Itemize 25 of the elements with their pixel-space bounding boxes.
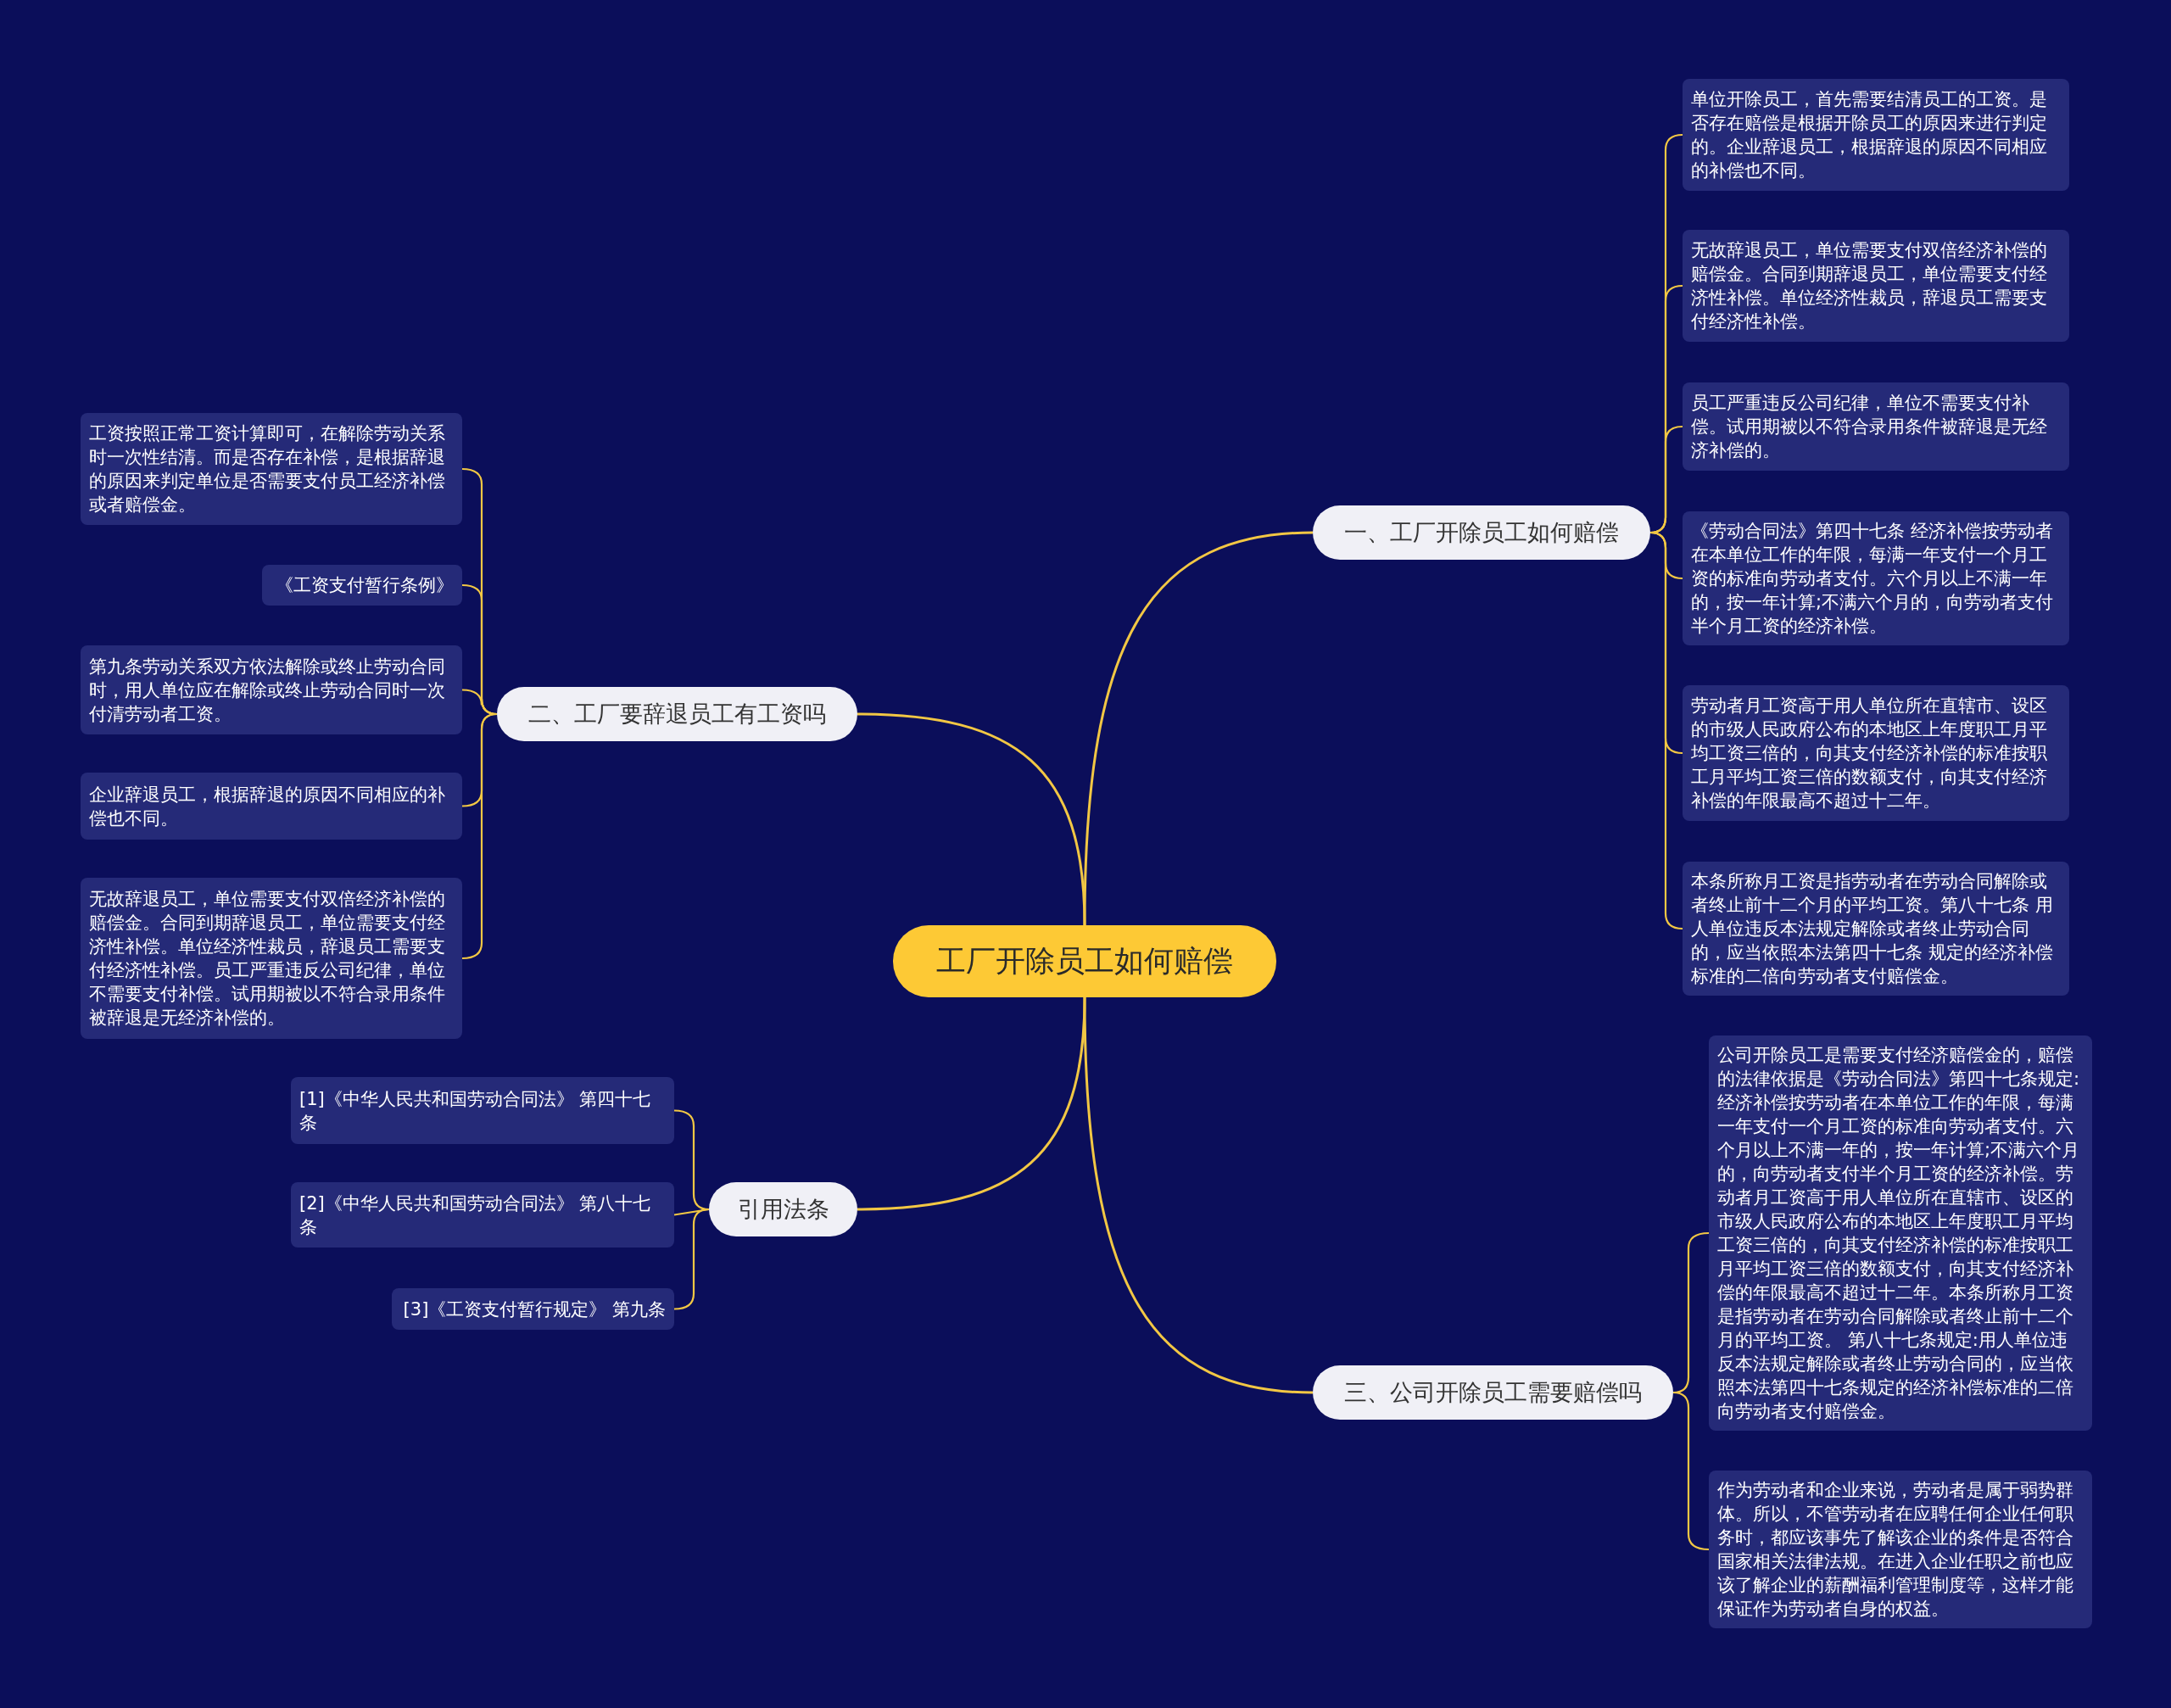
- topic-pill: 引用法条: [709, 1182, 857, 1236]
- note-card: 无故辞退员工，单位需要支付双倍经济补偿的赔偿金。合同到期辞退员工，单位需要支付经济性补偿。单位经济性裁员，辞退员工需要支付经济性补偿。员工严重违反公司纪律，单位不需要支付补偿。试用期被以不符合录用条件被辞退是无经济补偿的。: [81, 878, 462, 1039]
- connector-line: [857, 996, 1086, 1211]
- note-card: 员工严重违反公司纪律，单位不需要支付补偿。试用期被以不符合录用条件被辞退是无经济补偿的。: [1683, 382, 2069, 471]
- topic-pill: 三、公司开除员工需要赔偿吗: [1313, 1365, 1673, 1420]
- note-card: 《工资支付暂行条例》: [262, 565, 462, 606]
- connector-line: [673, 1208, 710, 1216]
- topic-pill: 二、工厂要辞退员工有工资吗: [497, 687, 857, 741]
- note-card: 工资按照正常工资计算即可，在解除劳动关系时一次性结清。而是否存在补偿，是根据辞退的原因来判定单位是否需要支付员工经济补偿或者赔偿金。: [81, 413, 462, 525]
- note-card: 企业辞退员工，根据辞退的原因不同相应的补偿也不同。: [81, 773, 462, 840]
- note-card: 《劳动合同法》第四十七条 经济补偿按劳动者在本单位工作的年限，每满一年支付一个月工资的标准向劳动者支付。六个月以上不满一年的，按一年计算;不满六个月的，向劳动者支付半个月工资的经济补偿。: [1683, 511, 2069, 645]
- note-card: 第九条劳动关系双方依法解除或终止劳动合同时，用人单位应在解除或终止劳动合同时一次付清劳动者工资。: [81, 645, 462, 734]
- central-topic: 工厂开除员工如何赔偿: [893, 925, 1276, 997]
- topic-pill: 一、工厂开除员工如何赔偿: [1313, 505, 1650, 560]
- note-card: [2]《中华人民共和国劳动合同法》 第八十七条: [291, 1182, 674, 1248]
- note-card: 无故辞退员工，单位需要支付双倍经济补偿的赔偿金。合同到期辞退员工，单位需要支付经济性补偿。单位经济性裁员，辞退员工需要支付经济性补偿。: [1683, 230, 2069, 342]
- connector-line: [1083, 996, 1314, 1394]
- note-card: 单位开除员工，首先需要结清员工的工资。是否存在赔偿是根据开除员工的原因来进行判定的。企业辞退员工，根据辞退的原因不同相应的补偿也不同。: [1683, 79, 2069, 191]
- note-card: 本条所称月工资是指劳动者在劳动合同解除或者终止前十二个月的平均工资。第八十七条 用人单位违反本法规定解除或者终止劳动合同的，应当依照本法第四十七条 规定的经济补偿标准的二倍向劳动者支付赔偿金。: [1683, 862, 2069, 996]
- note-card: 劳动者月工资高于用人单位所在直辖市、设区的市级人民政府公布的本地区上年度职工月平均工资三倍的，向其支付经济补偿的标准按职工月平均工资三倍的数额支付，向其支付经济补偿的年限最高不超过十二年。: [1683, 685, 2069, 821]
- note-card: 作为劳动者和企业来说，劳动者是属于弱势群体。所以，不管劳动者在应聘任何企业任何职务时，都应该事先了解该企业的条件是否符合国家相关法律法规。在进入企业任职之前也应该了解企业的薪酬福利管理制度等，这样才能保证作为劳动者自身的权益。: [1709, 1471, 2092, 1628]
- note-card: 公司开除员工是需要支付经济赔偿金的，赔偿的法律依据是《劳动合同法》第四十七条规定:经济补偿按劳动者在本单位工作的年限，每满一年支付一个月工资的标准向劳动者支付。六个月以上不满一年的，按一年计算;不满六个月的，向劳动者支付半个月工资的经济补偿。劳动者月工资高于用人单位所在直辖市、设区的市级人民政府公布的本地区上年度职工月平均工资三倍的，向其支付经济补偿的标准按职工月平均工资三倍的数额支付，向其支付经济补偿的年限最高不超过十二年。本条所称月工资是指劳动者在劳动合同解除或者终止前十二个月的平均工资。 第八十七条规定:用人单位违反本法规定解除或者终止劳动合同的，应当依照本法第四十七条规定的经济补偿标准的二倍向劳动者支付赔偿金。: [1709, 1035, 2092, 1431]
- note-card: [1]《中华人民共和国劳动合同法》 第四十七条: [291, 1077, 674, 1144]
- connector-line: [857, 712, 1086, 926]
- note-card: [3]《工资支付暂行规定》 第九条: [392, 1288, 674, 1330]
